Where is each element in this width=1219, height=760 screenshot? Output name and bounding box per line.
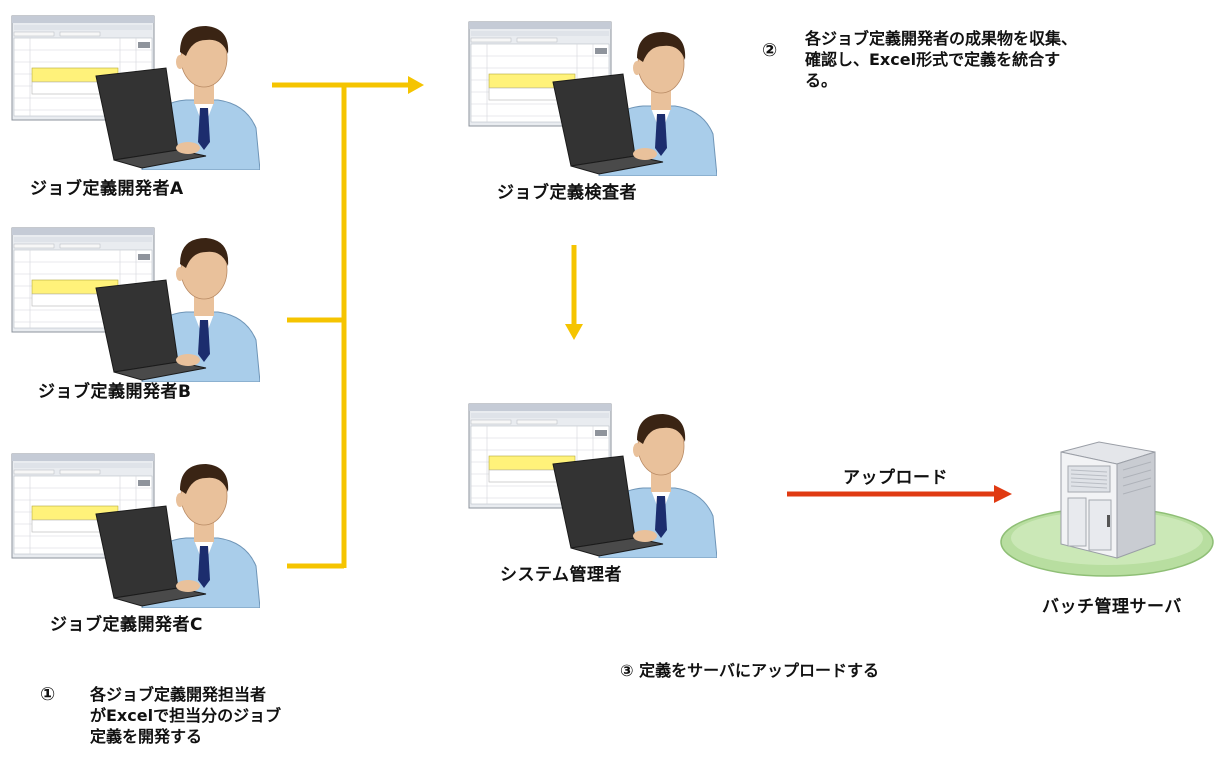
- upload-label: アップロード: [843, 468, 948, 488]
- reviewer-station: [467, 16, 717, 176]
- step3-note: ③ 定義をサーバにアップロードする: [620, 661, 879, 680]
- developer-b-station: [10, 222, 260, 382]
- developer-c-label: ジョブ定義開発者C: [50, 615, 203, 635]
- step1-note: 各ジョブ定義開発担当者 がExcelで担当分のジョブ 定義を開発する: [90, 684, 370, 747]
- sysadmin-label: システム管理者: [500, 565, 622, 585]
- step2-line: る。: [805, 71, 838, 90]
- laptop-icon: [95, 505, 207, 607]
- step1-line: 各ジョブ定義開発担当者: [90, 685, 267, 704]
- step2-line: 各ジョブ定義開発者の成果物を収集、: [805, 29, 1078, 48]
- arrowhead-to-sysadmin: [565, 324, 583, 340]
- server-label: バッチ管理サーバ: [1042, 597, 1182, 617]
- workstation-illustration: [11, 453, 260, 608]
- laptop-icon: [95, 279, 207, 381]
- developer-b-label: ジョブ定義開発者B: [38, 382, 192, 402]
- step1-marker: ①: [40, 684, 56, 705]
- reviewer-label: ジョブ定義検査者: [497, 183, 637, 203]
- developer-a-station: [10, 10, 260, 170]
- server-icon: [1060, 441, 1156, 559]
- workstation-illustration: [11, 15, 260, 170]
- developer-a-label: ジョブ定義開発者A: [30, 179, 184, 199]
- step2-note: 各ジョブ定義開発者の成果物を収集、 確認し、Excel形式で定義を統合す る。: [805, 28, 1200, 91]
- laptop-icon: [95, 67, 207, 169]
- step2-line: 確認し、Excel形式で定義を統合す: [805, 50, 1061, 69]
- step1-line: 定義を開発する: [90, 727, 203, 746]
- laptop-icon: [552, 73, 664, 175]
- workstation-illustration: [468, 21, 717, 176]
- sysadmin-station: [467, 398, 717, 558]
- workstation-illustration: [468, 403, 717, 558]
- server-graphic: [1000, 441, 1214, 577]
- step2-marker: ②: [762, 40, 778, 61]
- developer-c-station: [10, 448, 260, 608]
- laptop-icon: [552, 455, 664, 557]
- workstation-illustration: [11, 227, 260, 382]
- arrowhead-to-reviewer: [408, 76, 424, 94]
- step1-line: がExcelで担当分のジョブ: [90, 706, 282, 725]
- upload-arrowhead: [994, 485, 1012, 503]
